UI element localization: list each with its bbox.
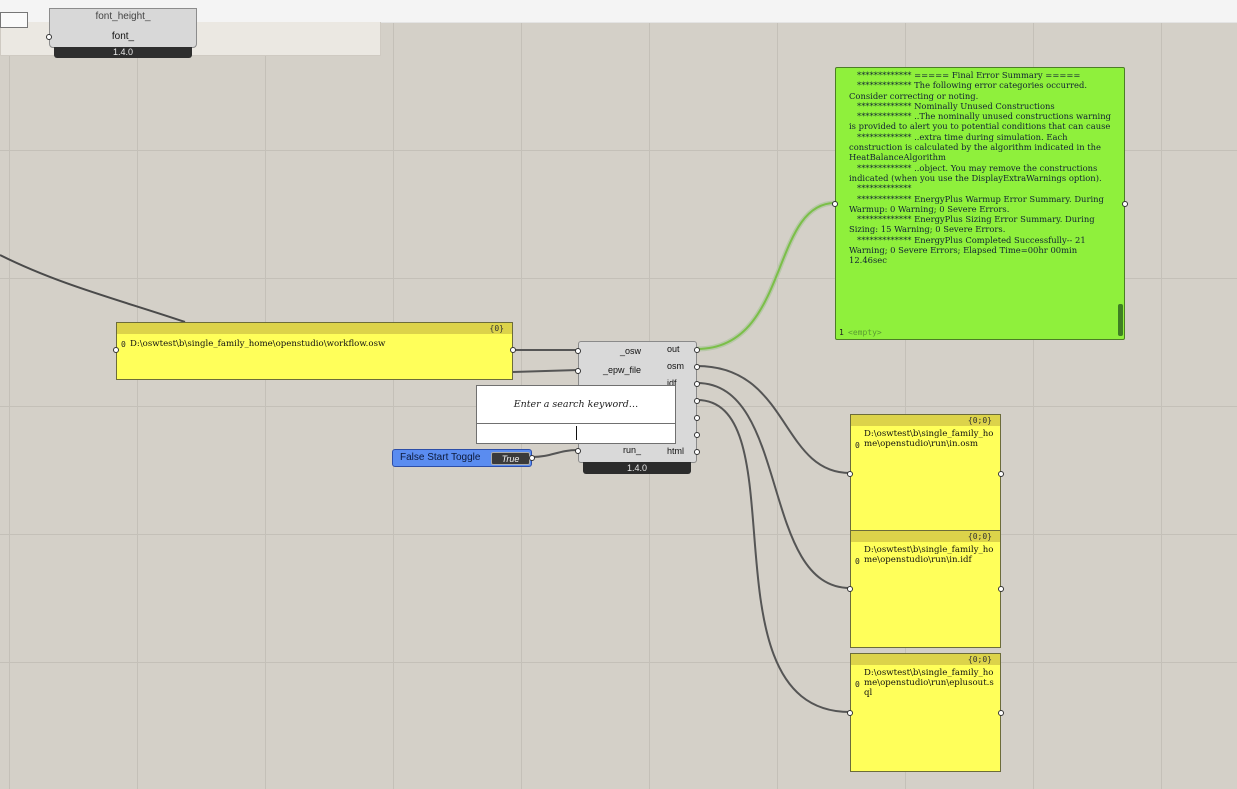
panel-index: 1 — [839, 328, 844, 337]
panel-path-tag: {0;0} — [967, 532, 992, 541]
panel-input-grip[interactable] — [832, 201, 838, 207]
path-panel-idf[interactable]: {0;0} 0 D:\oswtest\b\single_family_home\… — [847, 530, 1004, 648]
panel-header — [851, 531, 1000, 542]
wire-sql-to-panel — [696, 399, 851, 713]
search-popup[interactable]: Enter a search keyword… — [476, 385, 676, 444]
panel-input-grip[interactable] — [847, 471, 853, 477]
panel-index: 0 — [121, 340, 126, 349]
toggle-output-grip[interactable] — [529, 455, 535, 461]
wire-toggle-to-run — [531, 449, 579, 458]
input-epw-file[interactable]: _epw_file — [602, 365, 641, 375]
small-node[interactable] — [0, 12, 28, 28]
output-grip-idf[interactable] — [694, 381, 700, 387]
output-grip-z[interactable] — [694, 415, 700, 421]
panel-output-grip[interactable] — [998, 471, 1004, 477]
wire-out-to-panel — [696, 200, 836, 352]
panel-empty-label: <empty> — [848, 328, 882, 337]
wire-epw-input — [512, 369, 579, 373]
output-out[interactable]: out — [667, 344, 680, 354]
output-grip-osm[interactable] — [694, 364, 700, 370]
wire-background — [0, 254, 186, 323]
top-toolbar — [0, 0, 1237, 23]
panel-input-grip[interactable] — [113, 347, 119, 353]
error-summary-panel[interactable]: ************* ===== Final Error Summary … — [832, 67, 1128, 340]
panel-path-tag: {0} — [489, 324, 504, 333]
component-version-badge: 1.4.0 — [583, 462, 691, 474]
panel-path-tag: {0;0} — [967, 416, 992, 425]
toggle-label: False Start Toggle — [400, 452, 481, 463]
search-prompt: Enter a search keyword… — [477, 386, 675, 424]
panel-header — [851, 654, 1000, 665]
wire-osm-to-panel — [696, 365, 851, 474]
workflow-panel[interactable]: {0} 0 D:\oswtest\b\single_family_home\op… — [113, 322, 516, 380]
boolean-toggle[interactable]: False Start Toggle True — [392, 449, 535, 467]
panel-text: D:\oswtest\b\single_family_home\openstud… — [864, 429, 994, 449]
wire-out-to-panel-core — [696, 202, 836, 350]
path-panel-sql[interactable]: {0;0} 0 D:\oswtest\b\single_family_home\… — [847, 653, 1004, 772]
panel-header — [851, 415, 1000, 426]
panel-text: D:\oswtest\b\single_family_home\openstud… — [130, 339, 386, 349]
top-left-component[interactable]: font_height_ font_ — [46, 8, 197, 48]
wire-idf-to-panel — [696, 382, 851, 589]
output-grip-l[interactable] — [694, 398, 700, 404]
panel-output-grip[interactable] — [998, 710, 1004, 716]
input-grip-osw[interactable] — [575, 348, 581, 354]
error-summary-text: ************* ===== Final Error Summary … — [849, 70, 1111, 266]
panel-index: 0 — [855, 680, 860, 689]
input-label-partial: font_height_ — [95, 11, 151, 22]
text-caret — [576, 426, 577, 440]
panel-input-grip[interactable] — [847, 586, 853, 592]
panel-input-grip[interactable] — [847, 710, 853, 716]
output-grip-html[interactable] — [694, 449, 700, 455]
output-grip-out[interactable] — [694, 347, 700, 353]
panel-index: 0 — [855, 557, 860, 566]
panel-scrollbar[interactable] — [1118, 304, 1123, 336]
panel-output-grip[interactable] — [510, 347, 516, 353]
output-html[interactable]: html — [667, 446, 685, 456]
path-panel-osm[interactable]: {0;0} 0 D:\oswtest\b\single_family_home\… — [847, 414, 1004, 532]
output-idf[interactable]: idf — [667, 378, 677, 388]
panel-output-grip[interactable] — [1122, 201, 1128, 207]
panel-index: 0 — [855, 441, 860, 450]
output-osm[interactable]: osm — [667, 361, 685, 371]
panel-text: D:\oswtest\b\single_family_home\openstud… — [864, 545, 994, 565]
toggle-value[interactable]: True — [491, 452, 530, 465]
input-label-font: font_ — [111, 31, 135, 42]
input-run[interactable]: run_ — [622, 445, 641, 455]
panel-path-tag: {0;0} — [967, 655, 992, 664]
panel-text: D:\oswtest\b\single_family_home\openstud… — [864, 668, 994, 698]
output-grip-d[interactable] — [694, 432, 700, 438]
input-grip-epw[interactable] — [575, 368, 581, 374]
input-grip[interactable] — [46, 34, 52, 40]
panel-header — [117, 323, 512, 334]
input-grip-run[interactable] — [575, 448, 581, 454]
panel-output-grip[interactable] — [998, 586, 1004, 592]
version-badge: 1.4.0 — [54, 47, 192, 58]
input-osw[interactable]: _osw — [619, 346, 641, 356]
